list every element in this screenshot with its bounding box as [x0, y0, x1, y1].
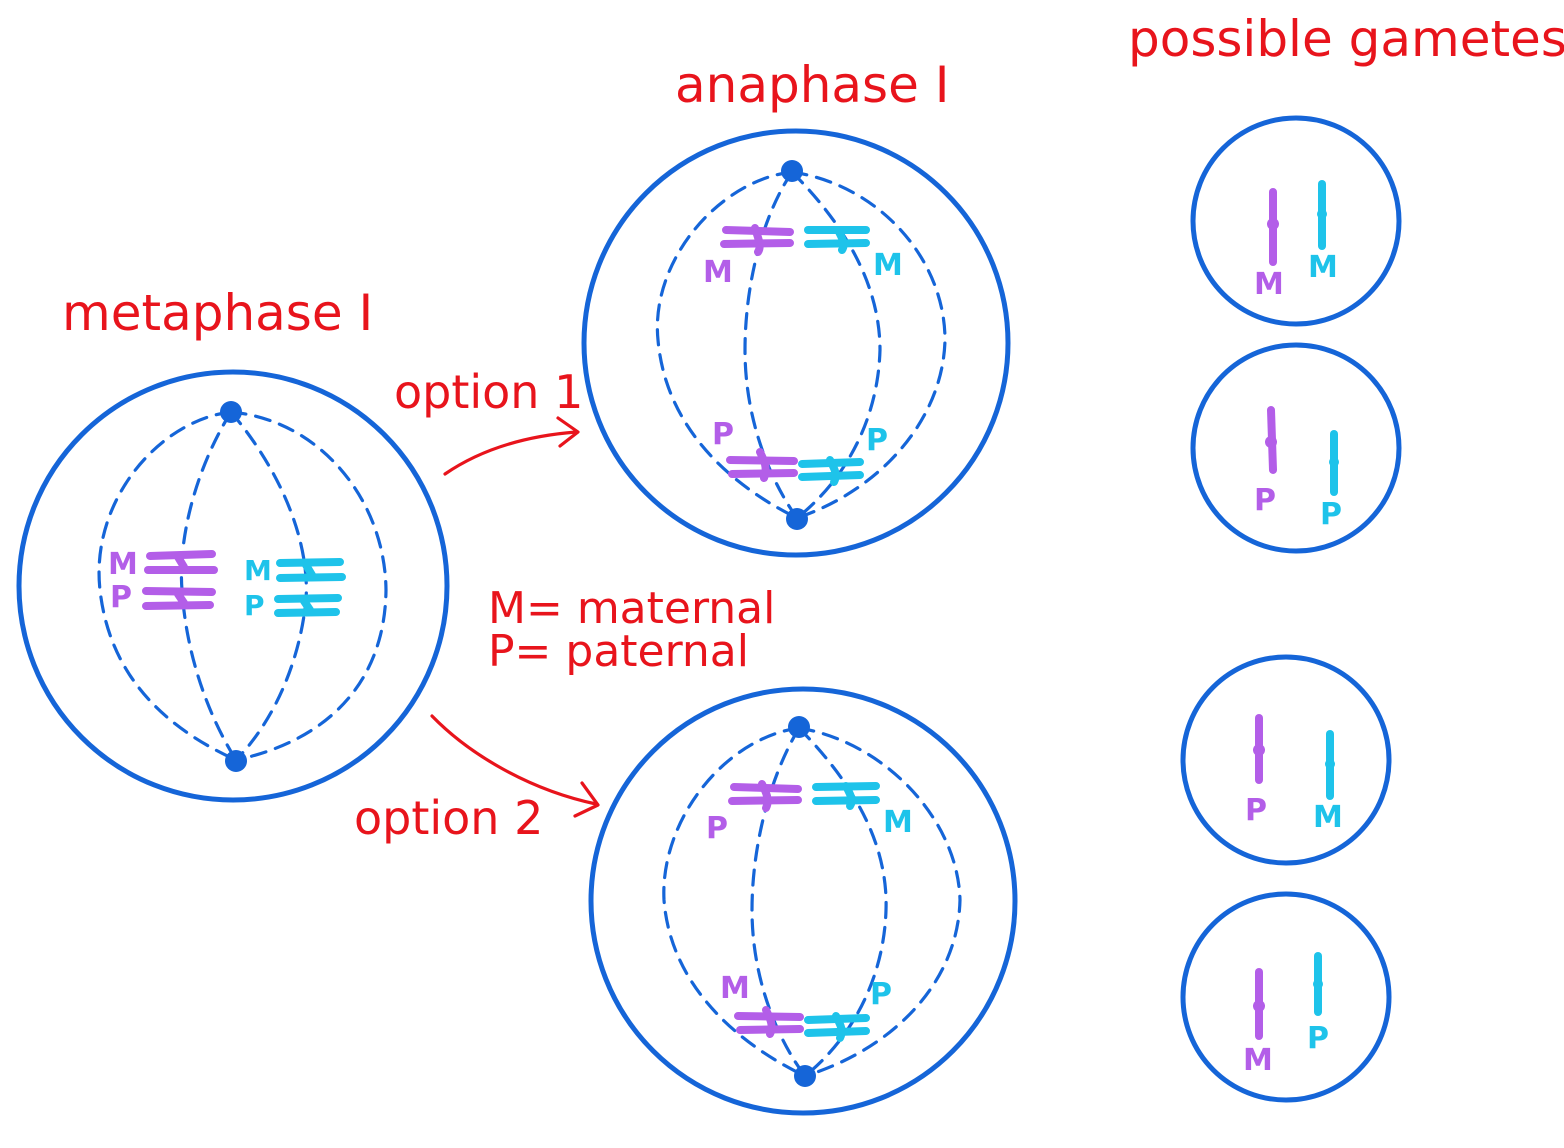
- anaphase-option2-top-cyan-label: M: [883, 805, 913, 840]
- anaphase-option1-membrane: [581, 128, 1011, 558]
- gamete-3-purple-label: P: [1245, 793, 1267, 828]
- legend-maternal: M= maternal: [488, 583, 775, 634]
- anaphase-option2-bottom-purple: [734, 1006, 804, 1038]
- anaphase-title: anaphase I: [675, 56, 950, 114]
- gamete-3: P M: [1180, 654, 1392, 866]
- gamete-2-cyan-label: P: [1320, 497, 1342, 532]
- anaphase-option2-membrane: [588, 686, 1018, 1116]
- metaphase-purple-label-m: M: [108, 547, 138, 582]
- anaphase-option2-pole-top: [788, 716, 810, 738]
- anaphase-option2-cell: P M M P: [588, 686, 1018, 1116]
- anaphase-option1-top-cyan-label: M: [873, 248, 903, 283]
- anaphase-option1-cell: M M P P: [581, 128, 1011, 558]
- gamete-4-cyan-label: P: [1307, 1021, 1329, 1056]
- metaphase-cyan-label-m: M: [244, 554, 272, 587]
- gamete-4: M P: [1180, 891, 1392, 1103]
- gametes-title: possible gametes: [1128, 10, 1564, 68]
- metaphase-pole-top: [220, 401, 242, 423]
- metaphase-spindle: [97, 410, 388, 762]
- anaphase-option1-top-purple: [720, 224, 794, 256]
- anaphase-option2-top-purple: [728, 780, 802, 812]
- metaphase-cyan-bivalent: [274, 558, 346, 617]
- legend-paternal: P= paternal: [488, 626, 749, 677]
- option2-arrow: [430, 714, 600, 818]
- option1-label: option 1: [394, 365, 583, 419]
- anaphase-option1-bottom-purple: [726, 448, 798, 482]
- anaphase-option2-bottom-cyan: [804, 1012, 870, 1042]
- metaphase-cyan-label-p: P: [244, 589, 265, 622]
- anaphase-option1-pole-top: [781, 160, 803, 182]
- option2-label: option 2: [354, 791, 543, 845]
- gamete-2: P P: [1190, 342, 1402, 554]
- anaphase-option1-bottom-purple-label: P: [712, 417, 734, 452]
- metaphase-cell: M P M P: [16, 369, 450, 803]
- anaphase-option1-top-cyan: [804, 226, 870, 254]
- metaphase-purple-bivalent: [142, 550, 218, 610]
- anaphase-option2-pole-bottom: [794, 1065, 816, 1087]
- metaphase-cell-membrane: [16, 369, 450, 803]
- anaphase-option2-top-purple-label: P: [706, 811, 728, 846]
- anaphase-option1-bottom-cyan-label: P: [866, 423, 888, 458]
- metaphase-pole-bottom: [225, 750, 247, 772]
- option1-arrow: [443, 416, 580, 476]
- gamete-3-cyan-label: M: [1313, 800, 1343, 835]
- anaphase-option1-pole-bottom: [786, 508, 808, 530]
- anaphase-option2-bottom-purple-label: M: [720, 971, 750, 1006]
- gamete-1-cyan-label: M: [1308, 250, 1338, 285]
- gamete-1: M M: [1190, 115, 1402, 327]
- anaphase-option2-bottom-cyan-label: P: [870, 977, 892, 1012]
- metaphase-purple-label-p: P: [110, 580, 132, 615]
- metaphase-title: metaphase I: [62, 284, 373, 342]
- gamete-2-purple-label: P: [1254, 483, 1276, 518]
- gamete-4-purple-label: M: [1243, 1043, 1273, 1078]
- anaphase-option2-top-cyan: [812, 782, 880, 810]
- anaphase-option1-top-purple-label: M: [703, 255, 733, 290]
- gamete-1-purple-label: M: [1254, 267, 1284, 302]
- anaphase-option1-bottom-cyan: [798, 456, 864, 486]
